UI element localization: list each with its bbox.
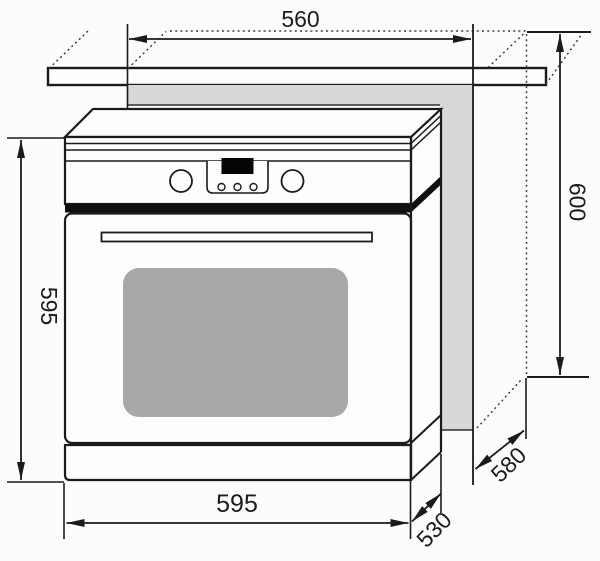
dim-595-left-label: 595: [36, 287, 62, 325]
black-trim-band: [65, 204, 411, 213]
oven-top-face: [62, 107, 444, 139]
dim-530-line: [411, 492, 442, 523]
black-trim-band-side: [411, 176, 441, 213]
projection-counter-left: [48, 30, 89, 70]
control-button-1: [217, 182, 226, 192]
worktop-front-face: [46, 66, 548, 87]
control-panel: [169, 158, 305, 194]
dim-530: [411, 454, 442, 523]
door-window: [123, 268, 348, 417]
dim-580-line: [474, 429, 525, 470]
cabinet-niche-panel: [127, 85, 473, 431]
dim-580: [474, 378, 527, 470]
dim-600: [527, 31, 591, 378]
dim-560: [126, 24, 474, 485]
dim-580-label: 580: [486, 442, 532, 487]
worktop: [46, 66, 548, 87]
dim-530-label: 530: [411, 507, 456, 553]
right-knob: [280, 169, 305, 193]
left-knob: [169, 169, 193, 193]
projection-lines: [48, 30, 583, 429]
oven-side-face: [411, 109, 441, 480]
oven-base: [63, 443, 413, 482]
projection-counter-right: [545, 33, 583, 85]
door-handle: [100, 231, 373, 243]
oven-side-edges: [409, 109, 443, 481]
dim-560-label: 560: [281, 6, 319, 32]
dim-600-label: 600: [565, 183, 591, 221]
dim-595-bottom-label: 595: [216, 490, 258, 518]
oven: [62, 107, 444, 482]
projection-niche-left: [127, 30, 167, 70]
control-button-3: [249, 182, 258, 192]
dim-595-bottom: [63, 446, 412, 539]
oven-display: [221, 158, 254, 174]
projection-niche-bottom: [476, 378, 523, 429]
dim-595-left: [7, 137, 64, 483]
projection-niche-right-top: [487, 31, 526, 69]
control-button-2: [233, 182, 242, 192]
